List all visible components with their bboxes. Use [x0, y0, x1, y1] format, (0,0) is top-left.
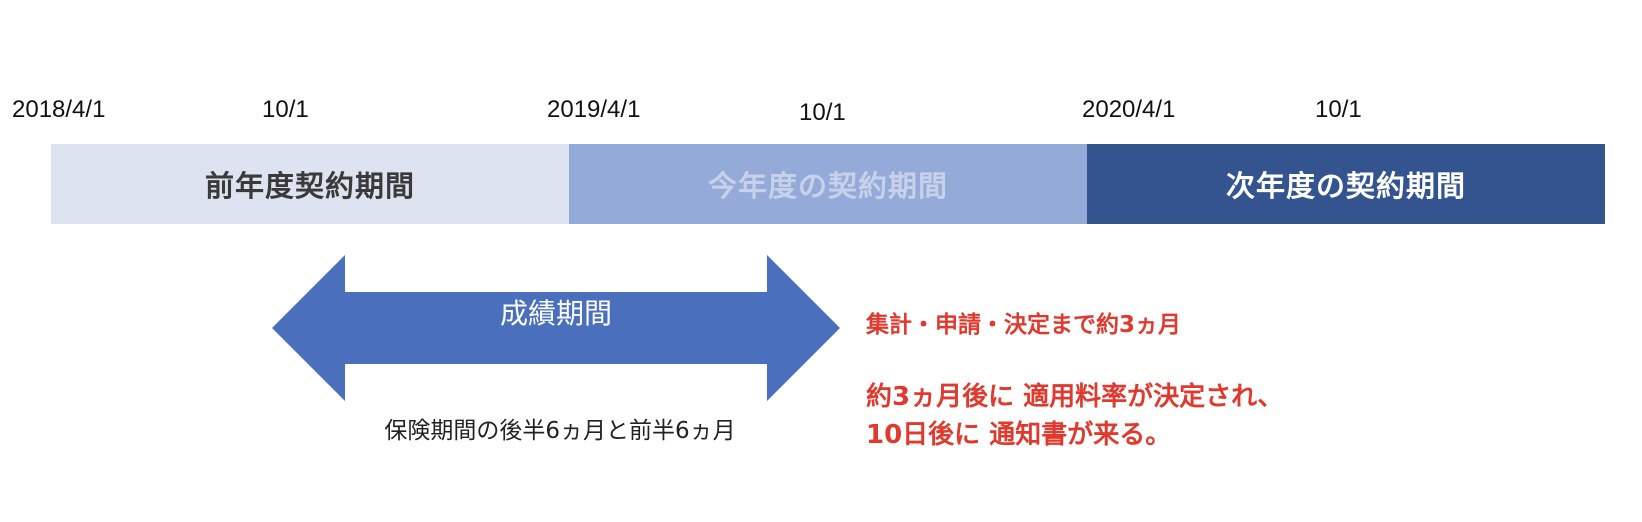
- note-rate-decision: 約3ヵ月後に 適用料率が決定され、: [866, 382, 1284, 412]
- note-processing-time: 集計・申請・決定まで約3ヵ月: [866, 312, 1182, 338]
- note-notice-arrival: 10日後に 通知書が来る。: [866, 420, 1172, 450]
- performance-period-label: 成績期間: [499, 297, 612, 330]
- period-label-next-year: 次年度の契約期間: [1225, 169, 1466, 203]
- date-label-2019-10-1: 10/1: [799, 99, 846, 126]
- date-label-2020-10-1: 10/1: [1315, 96, 1362, 123]
- double-arrow-icon: [272, 255, 840, 401]
- double-arrow-shape: [272, 255, 840, 401]
- date-label-2018-4-1: 2018/4/1: [12, 96, 106, 123]
- period-bar-previous-year: 前年度契約期間: [51, 144, 569, 224]
- arrow-caption: 保険期間の後半6ヵ月と前半6ヵ月: [384, 418, 736, 444]
- date-label-2020-4-1: 2020/4/1: [1082, 96, 1176, 123]
- date-label-2018-10-1: 10/1: [262, 96, 309, 123]
- period-bar-next-year: 次年度の契約期間: [1087, 144, 1605, 224]
- period-bar-current-year: 今年度の契約期間: [569, 144, 1087, 224]
- period-label-current-year: 今年度の契約期間: [707, 169, 948, 203]
- period-label-previous-year: 前年度契約期間: [204, 169, 415, 203]
- date-label-2019-4-1: 2019/4/1: [547, 96, 641, 123]
